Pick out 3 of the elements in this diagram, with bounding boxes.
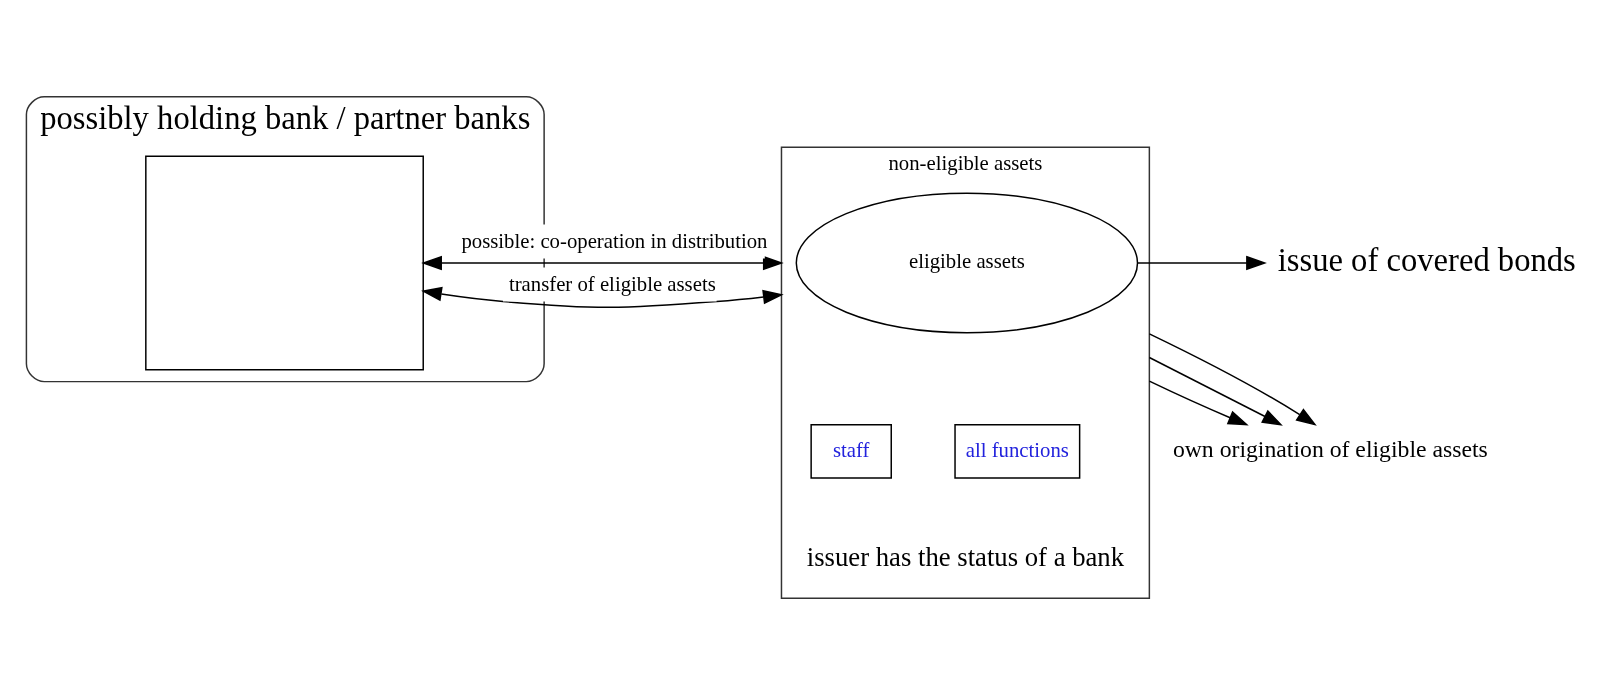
node-text: issue of covered bonds bbox=[1277, 242, 1576, 279]
node-text: own origination of eligible assets bbox=[1172, 435, 1488, 462]
node-label: issuer has the status of a bank bbox=[806, 542, 1125, 573]
